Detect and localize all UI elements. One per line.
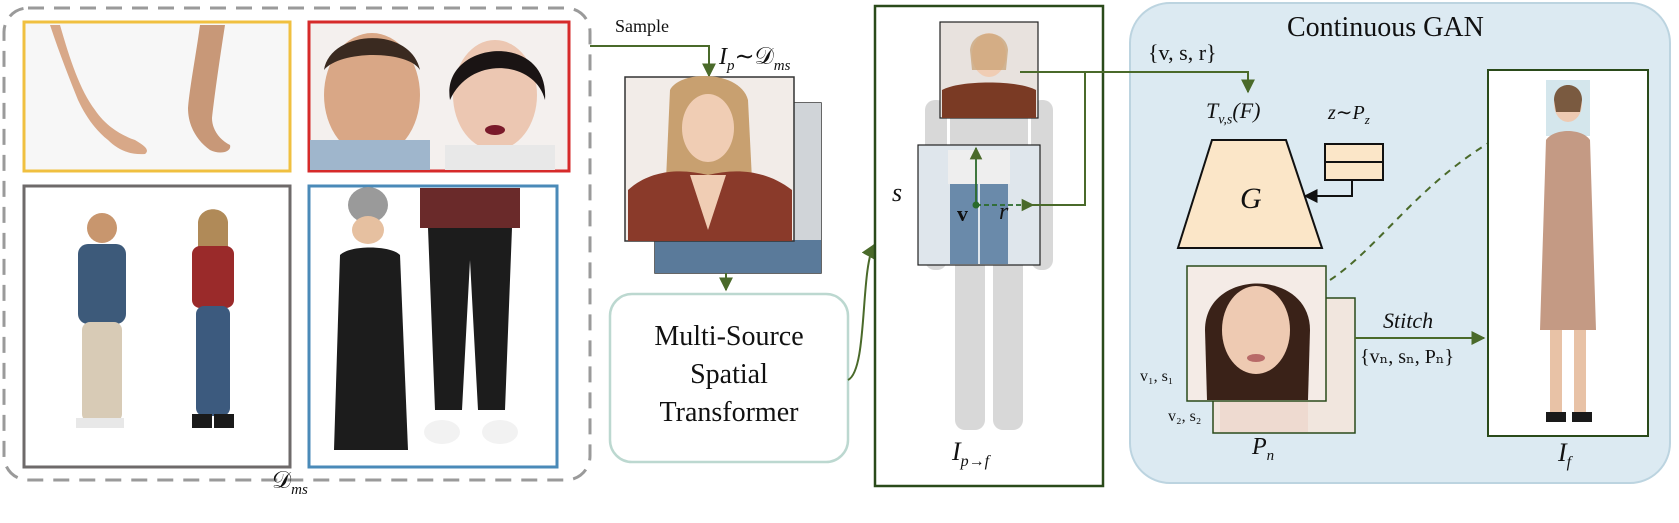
- top-patch-to-T-arrow: [1020, 71, 1255, 94]
- mst-line-3: Transformer: [659, 397, 799, 428]
- stitch-set-label: {vₙ, sₙ, Pₙ}: [1360, 346, 1455, 368]
- ipf-sub: p→f: [960, 453, 990, 471]
- clothing-parts-photo: [334, 187, 520, 450]
- v-label: v: [957, 201, 968, 226]
- ipf-main: I: [952, 437, 961, 466]
- tvs-sub: v,s: [1218, 112, 1233, 128]
- dataset-label: 𝒟ms: [272, 468, 308, 499]
- sample-label: Sample: [615, 16, 669, 36]
- faces-photo: [310, 33, 555, 170]
- dataset-subscript: ms: [291, 481, 308, 498]
- ip-main: I: [719, 44, 727, 70]
- pn-sub: n: [1266, 447, 1275, 464]
- v1s1-label: v₁, s₁: [1140, 368, 1174, 385]
- tvs-rest: (F): [1232, 98, 1261, 123]
- generator-shape: [1176, 139, 1324, 249]
- if-main: I: [1558, 438, 1567, 467]
- mst-box: [608, 292, 850, 464]
- face-to-if-dashed-arrow: [1329, 110, 1552, 281]
- arm-strip: [790, 103, 821, 240]
- lace-strip: [1220, 402, 1308, 432]
- final-woman-photo: [1540, 80, 1596, 422]
- dataset-container: [2, 6, 592, 482]
- full-body-people-photo: [76, 209, 234, 428]
- stitch-label: Stitch: [1383, 308, 1434, 333]
- woman-face-photo: [1205, 283, 1310, 400]
- ip-label: Ip∼𝒟ms: [719, 42, 790, 75]
- hands-image-frame: [22, 20, 292, 173]
- people-image-frame: [22, 184, 292, 469]
- if-label: If: [1558, 438, 1571, 472]
- ip-sub: p: [727, 57, 735, 74]
- woman-portrait-photo: [628, 76, 792, 241]
- r-label: r: [999, 199, 1009, 225]
- sample-arrow: [590, 45, 716, 78]
- if-sub: f: [1566, 454, 1572, 472]
- tvs-label: Tv,s(F): [1206, 98, 1260, 128]
- z-main: z∼P: [1328, 102, 1365, 124]
- z-box-top: [1324, 143, 1384, 163]
- top-patch-photo: [942, 33, 1036, 118]
- mst-line-2: Spatial: [690, 359, 768, 390]
- vsr-label: {v, s, r}: [1148, 40, 1217, 65]
- z-sub: z: [1364, 112, 1370, 127]
- mid-patch-to-top-connector: [1030, 72, 1086, 206]
- mst-to-ipf-arrow: [847, 243, 875, 381]
- s-label: s: [892, 178, 903, 207]
- mst-line-1: Multi-Source: [654, 321, 804, 352]
- z-label: z∼Pz: [1328, 100, 1370, 128]
- g-label: G: [1240, 182, 1262, 215]
- tvs-main: T: [1206, 98, 1219, 123]
- hands-photo: [50, 25, 231, 155]
- z-box-bottom: [1324, 161, 1384, 181]
- z-to-G-arrow: [1303, 180, 1353, 203]
- dataset-symbol: 𝒟: [272, 468, 292, 494]
- pn-label: Pn: [1252, 434, 1274, 465]
- pn-main: P: [1252, 434, 1267, 460]
- gan-title: Continuous GAN: [1287, 12, 1484, 43]
- ip-rest: ∼𝒟: [734, 44, 774, 70]
- ip-rest-sub: ms: [773, 57, 791, 74]
- mst-label: Multi-Source Spatial Transformer: [610, 318, 848, 432]
- ipf-label: Ip→f: [952, 437, 989, 471]
- v2s2-label: v₂, s₂: [1168, 408, 1202, 425]
- jeans-strip: [655, 240, 821, 273]
- mid-patch-photo: [948, 150, 1010, 264]
